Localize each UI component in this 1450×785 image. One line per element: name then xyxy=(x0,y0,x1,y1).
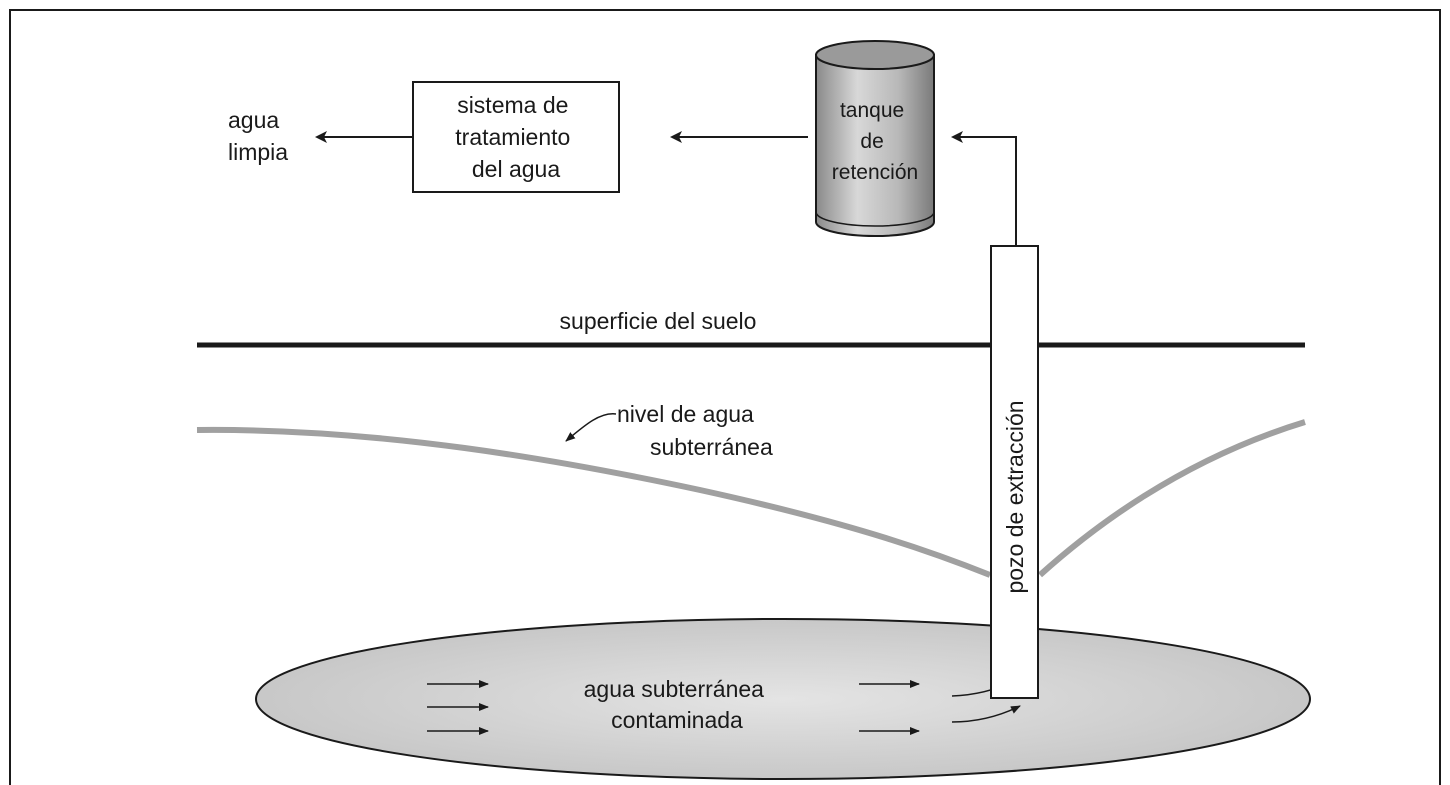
treatment-system-label: sistema de tratamiento del agua xyxy=(455,92,576,182)
holding-tank xyxy=(815,40,935,237)
ground-surface-label: superficie del suelo xyxy=(560,308,757,334)
holding-tank-label: tanque de retención xyxy=(832,99,918,184)
contaminated-plume xyxy=(255,618,1311,780)
clean-water-label: agua limpia xyxy=(228,107,288,165)
flow-arrows xyxy=(427,679,1021,735)
arrow-well-to-tank xyxy=(951,131,1017,246)
frame-border xyxy=(9,9,1441,785)
water-table-line xyxy=(196,419,1306,578)
treatment-system-box xyxy=(412,81,620,193)
water-table-pointer xyxy=(565,413,617,442)
extraction-well xyxy=(990,245,1039,699)
contaminated-water-label: agua subterránea contaminada xyxy=(584,676,771,733)
water-table-label: nivel de agua subterránea xyxy=(617,401,773,460)
extraction-well-label: pozo de extracción xyxy=(1002,400,1028,593)
